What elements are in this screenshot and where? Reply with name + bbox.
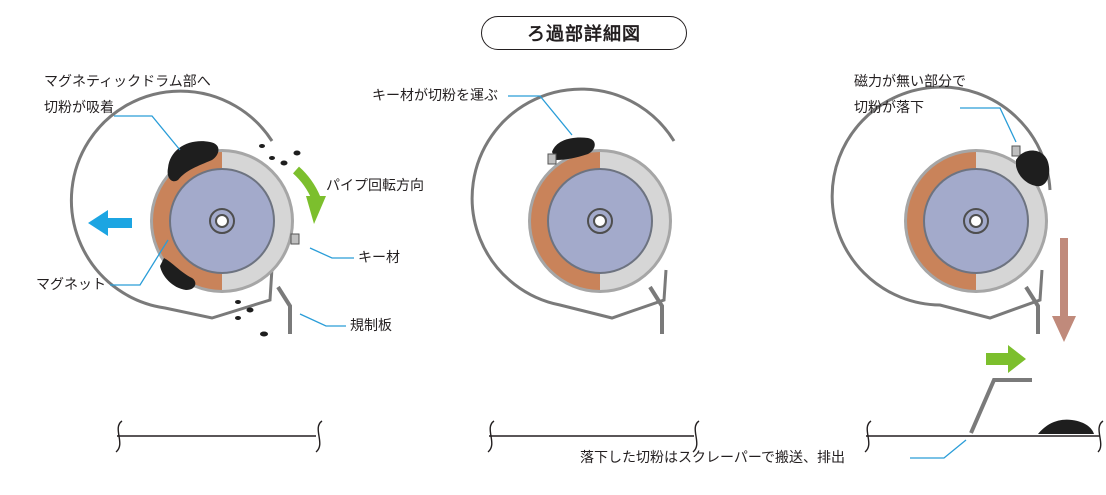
rotation-arrow (292, 166, 321, 200)
key-member (290, 233, 300, 245)
callout-key (309, 247, 354, 259)
label-discharge: 落下した切粉はスクレーパーで搬送、排出 (580, 450, 846, 466)
outer-guide-arc (69, 89, 274, 320)
key-member (1011, 145, 1021, 157)
rotation-arrowhead (306, 196, 326, 224)
outer-guide-arc (470, 87, 676, 320)
regulating-plate (1024, 285, 1040, 334)
floor-line-1 (115, 420, 323, 453)
callout-adsorb (114, 115, 181, 151)
diagram-title: ろ過部詳細図 (527, 24, 641, 45)
panel-1 (69, 89, 354, 453)
label-pipe-rotation: パイプ回転方向 (326, 178, 424, 194)
outflow-arrow (88, 210, 132, 236)
convey-arrow (986, 345, 1026, 373)
callout-plate (299, 313, 346, 327)
label-magnet: マグネット (36, 277, 106, 293)
callout-discharge (910, 439, 967, 459)
fall-arrow-head (1052, 316, 1076, 342)
floor-line-2 (487, 420, 700, 453)
panel-2 (470, 87, 700, 453)
label-regulating-plate: 規制板 (350, 318, 392, 334)
outer-guide-arc (830, 85, 1052, 320)
chip-cluster-falling (1016, 150, 1050, 187)
label-drum-adsorb-1: マグネティックドラム部へ (44, 74, 211, 90)
label-key-carries: キー材が切粉を運ぶ (372, 88, 498, 104)
discharged-chips (1038, 419, 1094, 434)
scraper (969, 378, 1032, 434)
magnetic-drum (150, 149, 294, 293)
label-no-magnet-1: 磁力が無い部分で (854, 74, 966, 90)
chip-cluster-bottom (160, 258, 196, 290)
chip-cluster-top (552, 137, 595, 160)
callout-carry (508, 95, 573, 136)
label-key-member: キー材 (358, 250, 400, 266)
scattered-chips (235, 144, 301, 337)
magnetic-drum (528, 149, 672, 293)
label-no-magnet-2: 切粉が落下 (854, 100, 924, 116)
title-box: ろ過部詳細図 (481, 16, 687, 50)
chip-cluster-top (167, 141, 219, 182)
panel-3 (830, 85, 1104, 459)
magnetic-drum (904, 149, 1048, 293)
label-drum-adsorb-2: 切粉が吸着 (44, 100, 114, 116)
regulating-plate (276, 285, 292, 334)
callout-magnet (110, 239, 169, 286)
fall-arrow-shaft (1060, 238, 1068, 318)
key-member (547, 153, 557, 165)
regulating-plate (648, 285, 664, 334)
callout-fall (960, 107, 1017, 143)
floor-line-3 (864, 420, 1104, 453)
